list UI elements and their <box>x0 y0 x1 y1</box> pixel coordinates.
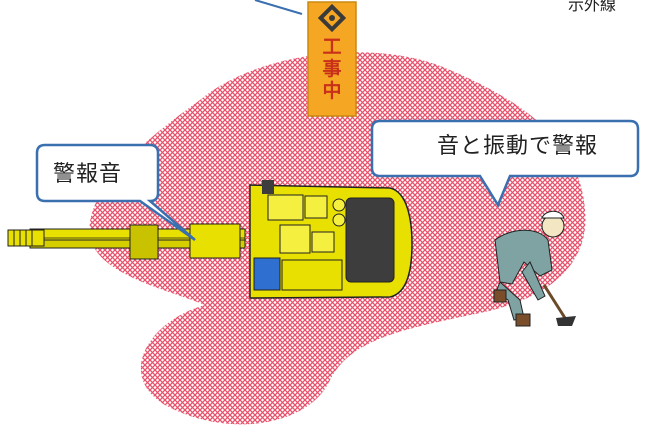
worker <box>493 210 576 327</box>
excavator-engine-cover <box>345 197 395 283</box>
top-callout-pointer <box>254 0 303 15</box>
top-label: 示外線 <box>568 0 617 14</box>
excavator <box>7 180 413 299</box>
excavator-seat <box>253 257 281 291</box>
construction-sign <box>307 1 357 117</box>
alarm-callout-text: 警報音 <box>53 162 123 187</box>
sign-char-1: 工 <box>322 36 342 58</box>
sign-char-2: 事 <box>322 58 342 80</box>
warning-callout-text: 音と振動で警報 <box>437 134 599 159</box>
warning-callout <box>370 119 640 208</box>
alarm-callout <box>35 143 196 242</box>
sign-char-3: 中 <box>322 80 342 102</box>
